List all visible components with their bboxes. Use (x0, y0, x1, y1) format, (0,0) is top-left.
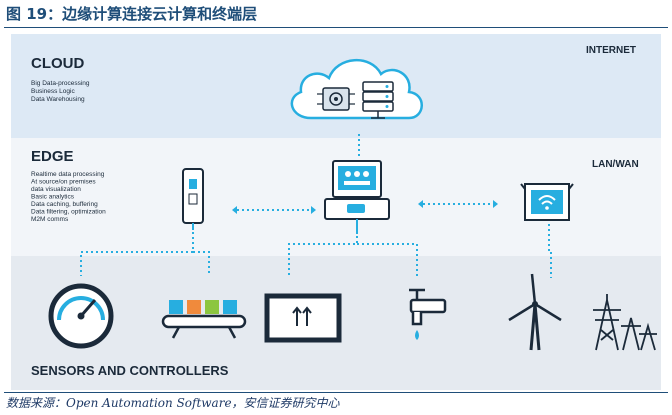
edge-peer-link-left (232, 206, 316, 214)
lan-wan-tag: LAN/WAN (592, 159, 639, 170)
edge-peer-link-right (418, 200, 498, 208)
source-note: 数据来源：Open Automation Software，安信证券研究中心 (6, 396, 340, 410)
server-chip-icon (317, 87, 355, 111)
edge-sensor-device-icon (182, 168, 204, 230)
pressure-gauge-icon (48, 283, 114, 349)
edge-to-sensor-links (80, 224, 552, 278)
edge-computing-diagram: CLOUD INTERNET EDGE LAN/WAN SENSORS AND … (11, 34, 661, 390)
internet-tag: INTERNET (586, 45, 636, 56)
edge-capabilities-list: Realtime data processing At source/on pr… (31, 171, 106, 223)
cloud-title: CLOUD (31, 55, 84, 72)
title-rule (4, 27, 668, 28)
figure-title: 图 19：边缘计算连接云计算和终端层 (6, 5, 258, 23)
source-rule (4, 392, 668, 393)
edge-item: Data caching, buffering (31, 201, 98, 208)
water-tap-icon (409, 288, 447, 340)
cloud-item: Business Logic (31, 88, 75, 95)
edge-item: data visualization (31, 186, 81, 193)
wind-turbine-icon (508, 273, 562, 351)
cloud-item: Data Warehousing (31, 96, 85, 103)
package-box-icon (264, 293, 342, 343)
database-stack-icon (362, 81, 394, 119)
edge-item: At source/on premises (31, 179, 96, 186)
sensors-title: SENSORS AND CONTROLLERS (31, 363, 229, 378)
edge-gateway-icon (324, 160, 390, 234)
wireless-router-icon (520, 183, 574, 221)
cloud-item: Big Data-processing (31, 80, 90, 87)
conveyor-belt-icon (161, 300, 247, 339)
edge-title: EDGE (31, 148, 74, 165)
edge-item: Basic analytics (31, 194, 75, 201)
edge-item: Realtime data processing (31, 171, 105, 178)
edge-item: Data filtering, optimization (31, 209, 106, 216)
power-tower-icon (593, 294, 657, 351)
cloud-capabilities-list: Big Data-processing Business Logic Data … (31, 80, 90, 103)
edge-item: M2M comms (31, 216, 69, 223)
